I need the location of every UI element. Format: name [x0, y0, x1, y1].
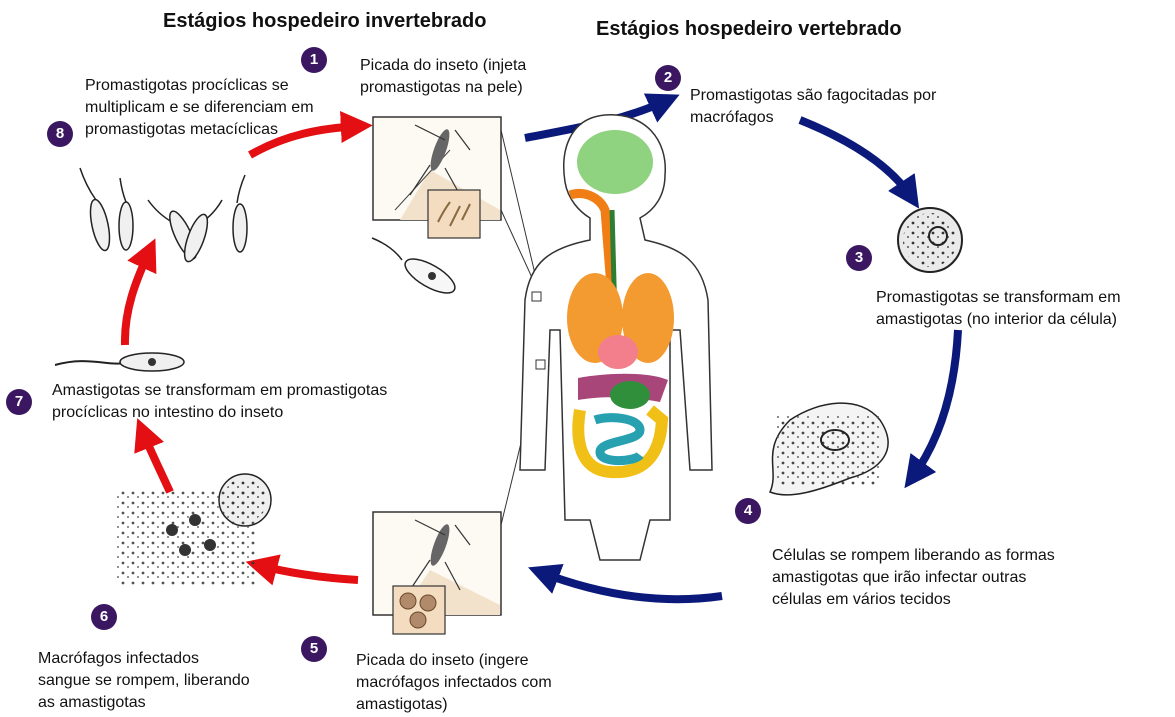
step-8-badge: 8	[47, 121, 73, 147]
step-5-badge: 5	[301, 636, 327, 662]
step-4-badge: 4	[735, 498, 761, 524]
ruptured-infected-macrophages	[115, 474, 271, 585]
promastigote-single	[372, 238, 460, 300]
step-1-badge: 1	[301, 47, 327, 73]
arrow-7-to-8	[125, 250, 150, 345]
step-4-text: Células se rompem liberando as formas am…	[772, 545, 1062, 611]
arrow-4-to-5	[540, 572, 722, 599]
metacyclic-promastigotes	[80, 168, 247, 264]
procyclic-promastigote	[55, 353, 184, 371]
arrow-5-to-6	[258, 565, 358, 580]
step-8-text: Promastigotas procíclicas se multiplicam…	[85, 75, 350, 141]
step-6-badge: 6	[91, 604, 117, 630]
macrophage-with-amastigotes	[898, 208, 962, 272]
vertebrate-stages-header: Estágios hospedeiro vertebrado	[596, 18, 902, 41]
rupturing-macrophage	[770, 403, 888, 495]
arrow-3-to-4	[912, 330, 958, 478]
step-7-badge: 7	[6, 389, 32, 415]
step-5-text: Picada do inseto (ingere macrófagos infe…	[356, 650, 611, 716]
step-1-text: Picada do inseto (injeta promastigotas n…	[360, 55, 575, 99]
arrow-2-to-3	[800, 120, 912, 198]
step-2-badge: 2	[655, 65, 681, 91]
step-2-text: Promastigotas são fagocitadas por macróf…	[690, 85, 1015, 129]
arrow-6-to-7	[142, 430, 170, 492]
step-3-badge: 3	[846, 245, 872, 271]
human-body-illustration	[520, 115, 712, 560]
step-3-text: Promastigotas se transformam em amastigo…	[876, 287, 1171, 331]
step-7-text: Amastigotas se transformam em promastigo…	[52, 380, 412, 424]
step-6-text: Macrófagos infectados sangue se rompem, …	[38, 648, 253, 714]
insect-bite-injection-illustration	[373, 117, 540, 295]
invertebrate-stages-header: Estágios hospedeiro invertebrado	[163, 10, 486, 33]
